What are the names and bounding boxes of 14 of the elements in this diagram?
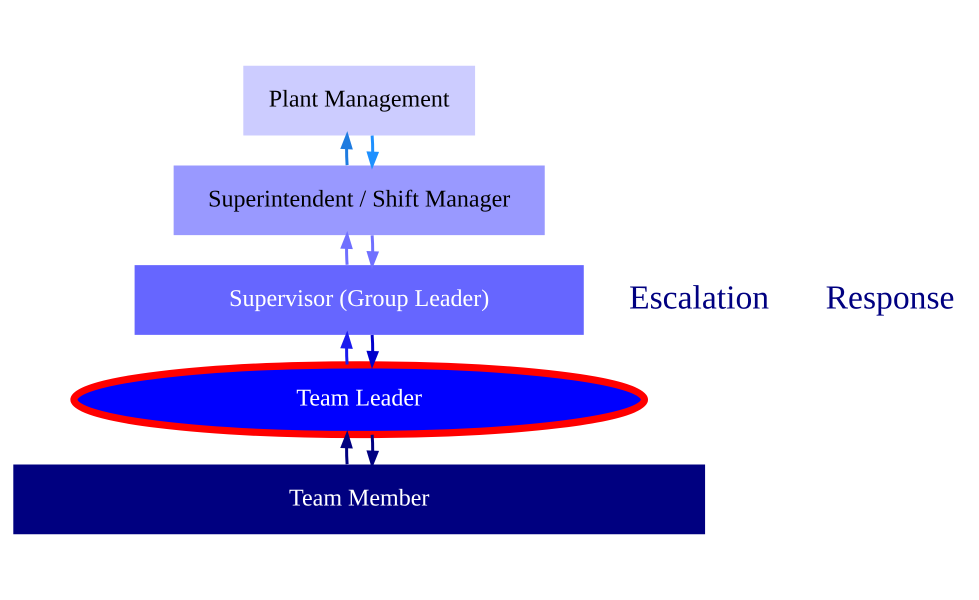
node-box: Supervisor (Group Leader)	[134, 265, 584, 335]
arrow	[340, 330, 353, 365]
arrow	[340, 131, 353, 166]
node-ellipse: Team Leader	[70, 361, 648, 438]
node-box: Team Member	[13, 464, 706, 534]
label: Response	[826, 279, 954, 316]
arrow	[340, 430, 353, 464]
arrow	[366, 235, 380, 270]
arrow	[366, 136, 380, 170]
node-box: Superintendent / Shift Manager	[174, 165, 545, 236]
node-box: Plant Management	[243, 66, 476, 136]
arrow	[340, 230, 353, 265]
arrow	[366, 334, 380, 369]
label: Escalation	[629, 279, 770, 316]
